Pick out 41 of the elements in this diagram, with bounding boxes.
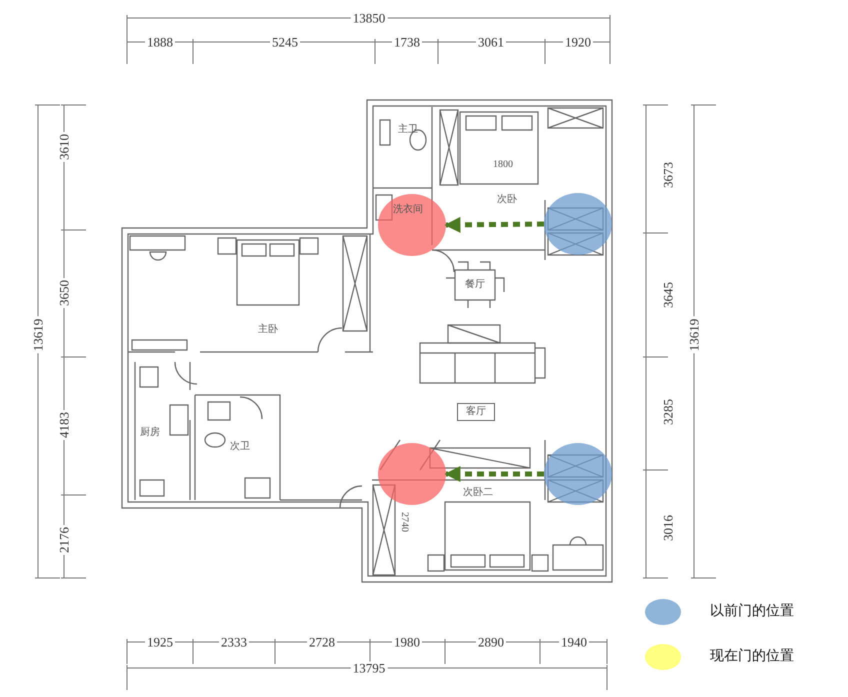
dimension-text: 2890 bbox=[476, 636, 506, 648]
dimension-text: 2176 bbox=[58, 525, 70, 555]
dimension-text: 13795 bbox=[350, 662, 388, 674]
dimension-text: 3285 bbox=[662, 397, 674, 427]
dimension-text: 1925 bbox=[145, 636, 175, 648]
dimension-text: 2728 bbox=[307, 636, 337, 648]
dimension-text: 1980 bbox=[392, 636, 422, 648]
dimension-text: 13850 bbox=[350, 12, 388, 24]
dimension-text: 1888 bbox=[145, 36, 175, 48]
room-label: 次卧二 bbox=[463, 488, 493, 498]
room-label: 餐厅 bbox=[465, 280, 485, 290]
arrow bbox=[444, 216, 544, 233]
dimension-text: 1920 bbox=[563, 36, 593, 48]
dimension-text: 3016 bbox=[662, 513, 674, 543]
room-label: 洗衣间 bbox=[393, 205, 423, 215]
highlight-circle bbox=[544, 443, 612, 505]
room-label: 厨房 bbox=[140, 428, 160, 438]
dimension-text: 13619 bbox=[688, 316, 700, 354]
room-label: 2740 bbox=[399, 512, 409, 532]
legend-text: 现在门的位置 bbox=[710, 649, 794, 663]
room-label: 1800 bbox=[493, 160, 513, 170]
highlight-circle bbox=[378, 194, 446, 256]
dimension-text: 2333 bbox=[219, 636, 249, 648]
dimension-text: 4183 bbox=[58, 410, 70, 440]
dimension-text: 1940 bbox=[559, 636, 589, 648]
dimension-text: 5245 bbox=[270, 36, 300, 48]
highlight-circle bbox=[378, 443, 446, 505]
room-label: 次卧 bbox=[497, 195, 517, 205]
dimension-text: 3610 bbox=[58, 132, 70, 162]
dimension-text: 13619 bbox=[32, 316, 44, 354]
arrow bbox=[444, 466, 544, 482]
dimension-text: 3645 bbox=[662, 280, 674, 310]
dimension-text: 3673 bbox=[662, 160, 674, 190]
highlight-circle bbox=[544, 193, 612, 255]
room-label: 次卫 bbox=[230, 442, 250, 452]
dimension-text: 3650 bbox=[58, 278, 70, 308]
room-label: 主卧 bbox=[258, 325, 278, 335]
room-label: 客厅 bbox=[457, 403, 495, 421]
dimension-text: 1738 bbox=[392, 36, 422, 48]
dimension-text: 3061 bbox=[476, 36, 506, 48]
legend-text: 以前门的位置 bbox=[710, 604, 794, 618]
